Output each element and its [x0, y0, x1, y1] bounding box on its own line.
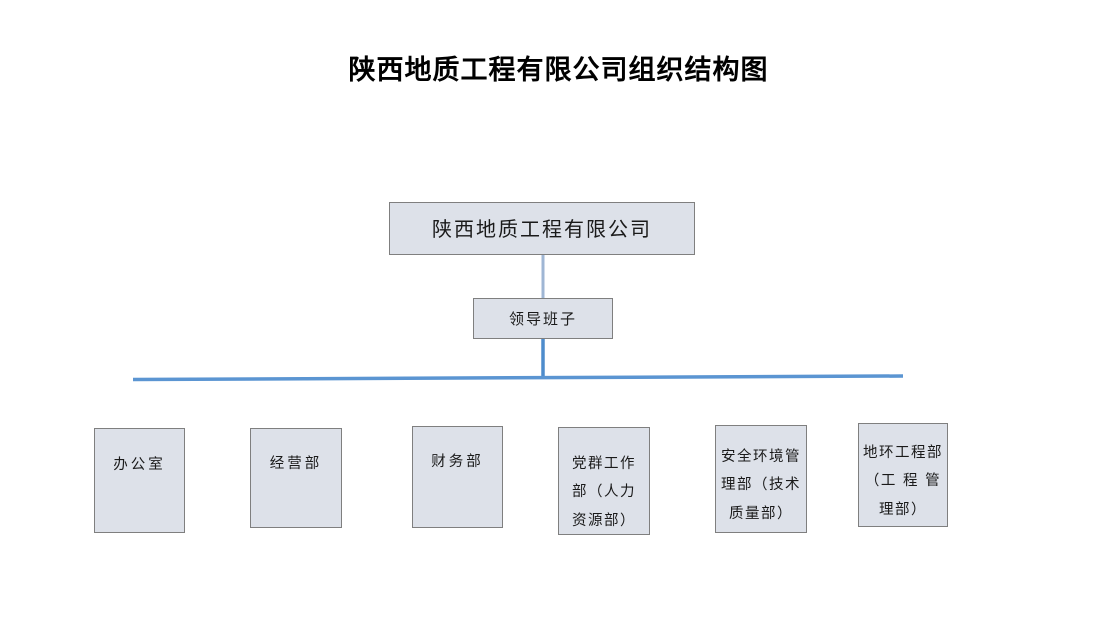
node-department-business[interactable]: 经营部	[250, 428, 342, 528]
page-title: 陕西地质工程有限公司组织结构图	[348, 55, 769, 86]
node-department-office-label: 办公室	[113, 457, 166, 473]
node-leadership-label: 领导班子	[508, 309, 577, 328]
node-company-root-label: 陕西地质工程有限公司	[432, 216, 652, 241]
node-department-safety-environment-quality[interactable]: 安全环境管 理部（技术 质量部）	[715, 425, 807, 533]
node-department-geo-environment-engineering[interactable]: 地环工程部 （工 程 管 理部）	[858, 423, 948, 527]
node-department-party-affairs-hr[interactable]: 党群工作 部（人力 资源部）	[558, 427, 650, 535]
node-department-party-affairs-hr-label: 党群工作 部（人力 资源部）	[572, 456, 636, 529]
node-department-finance-label: 财务部	[431, 454, 484, 470]
node-department-office[interactable]: 办公室	[94, 428, 185, 533]
node-department-business-label: 经营部	[269, 456, 323, 472]
node-leadership[interactable]: 领导班子	[473, 298, 613, 339]
node-department-safety-environment-quality-label: 安全环境管 理部（技术 质量部）	[721, 449, 801, 522]
node-department-finance[interactable]: 财务部	[412, 426, 503, 528]
node-company-root[interactable]: 陕西地质工程有限公司	[389, 202, 695, 255]
connector-horizontal-bus	[132, 374, 904, 382]
node-department-geo-environment-engineering-label: 地环工程部 （工 程 管 理部）	[863, 445, 943, 518]
